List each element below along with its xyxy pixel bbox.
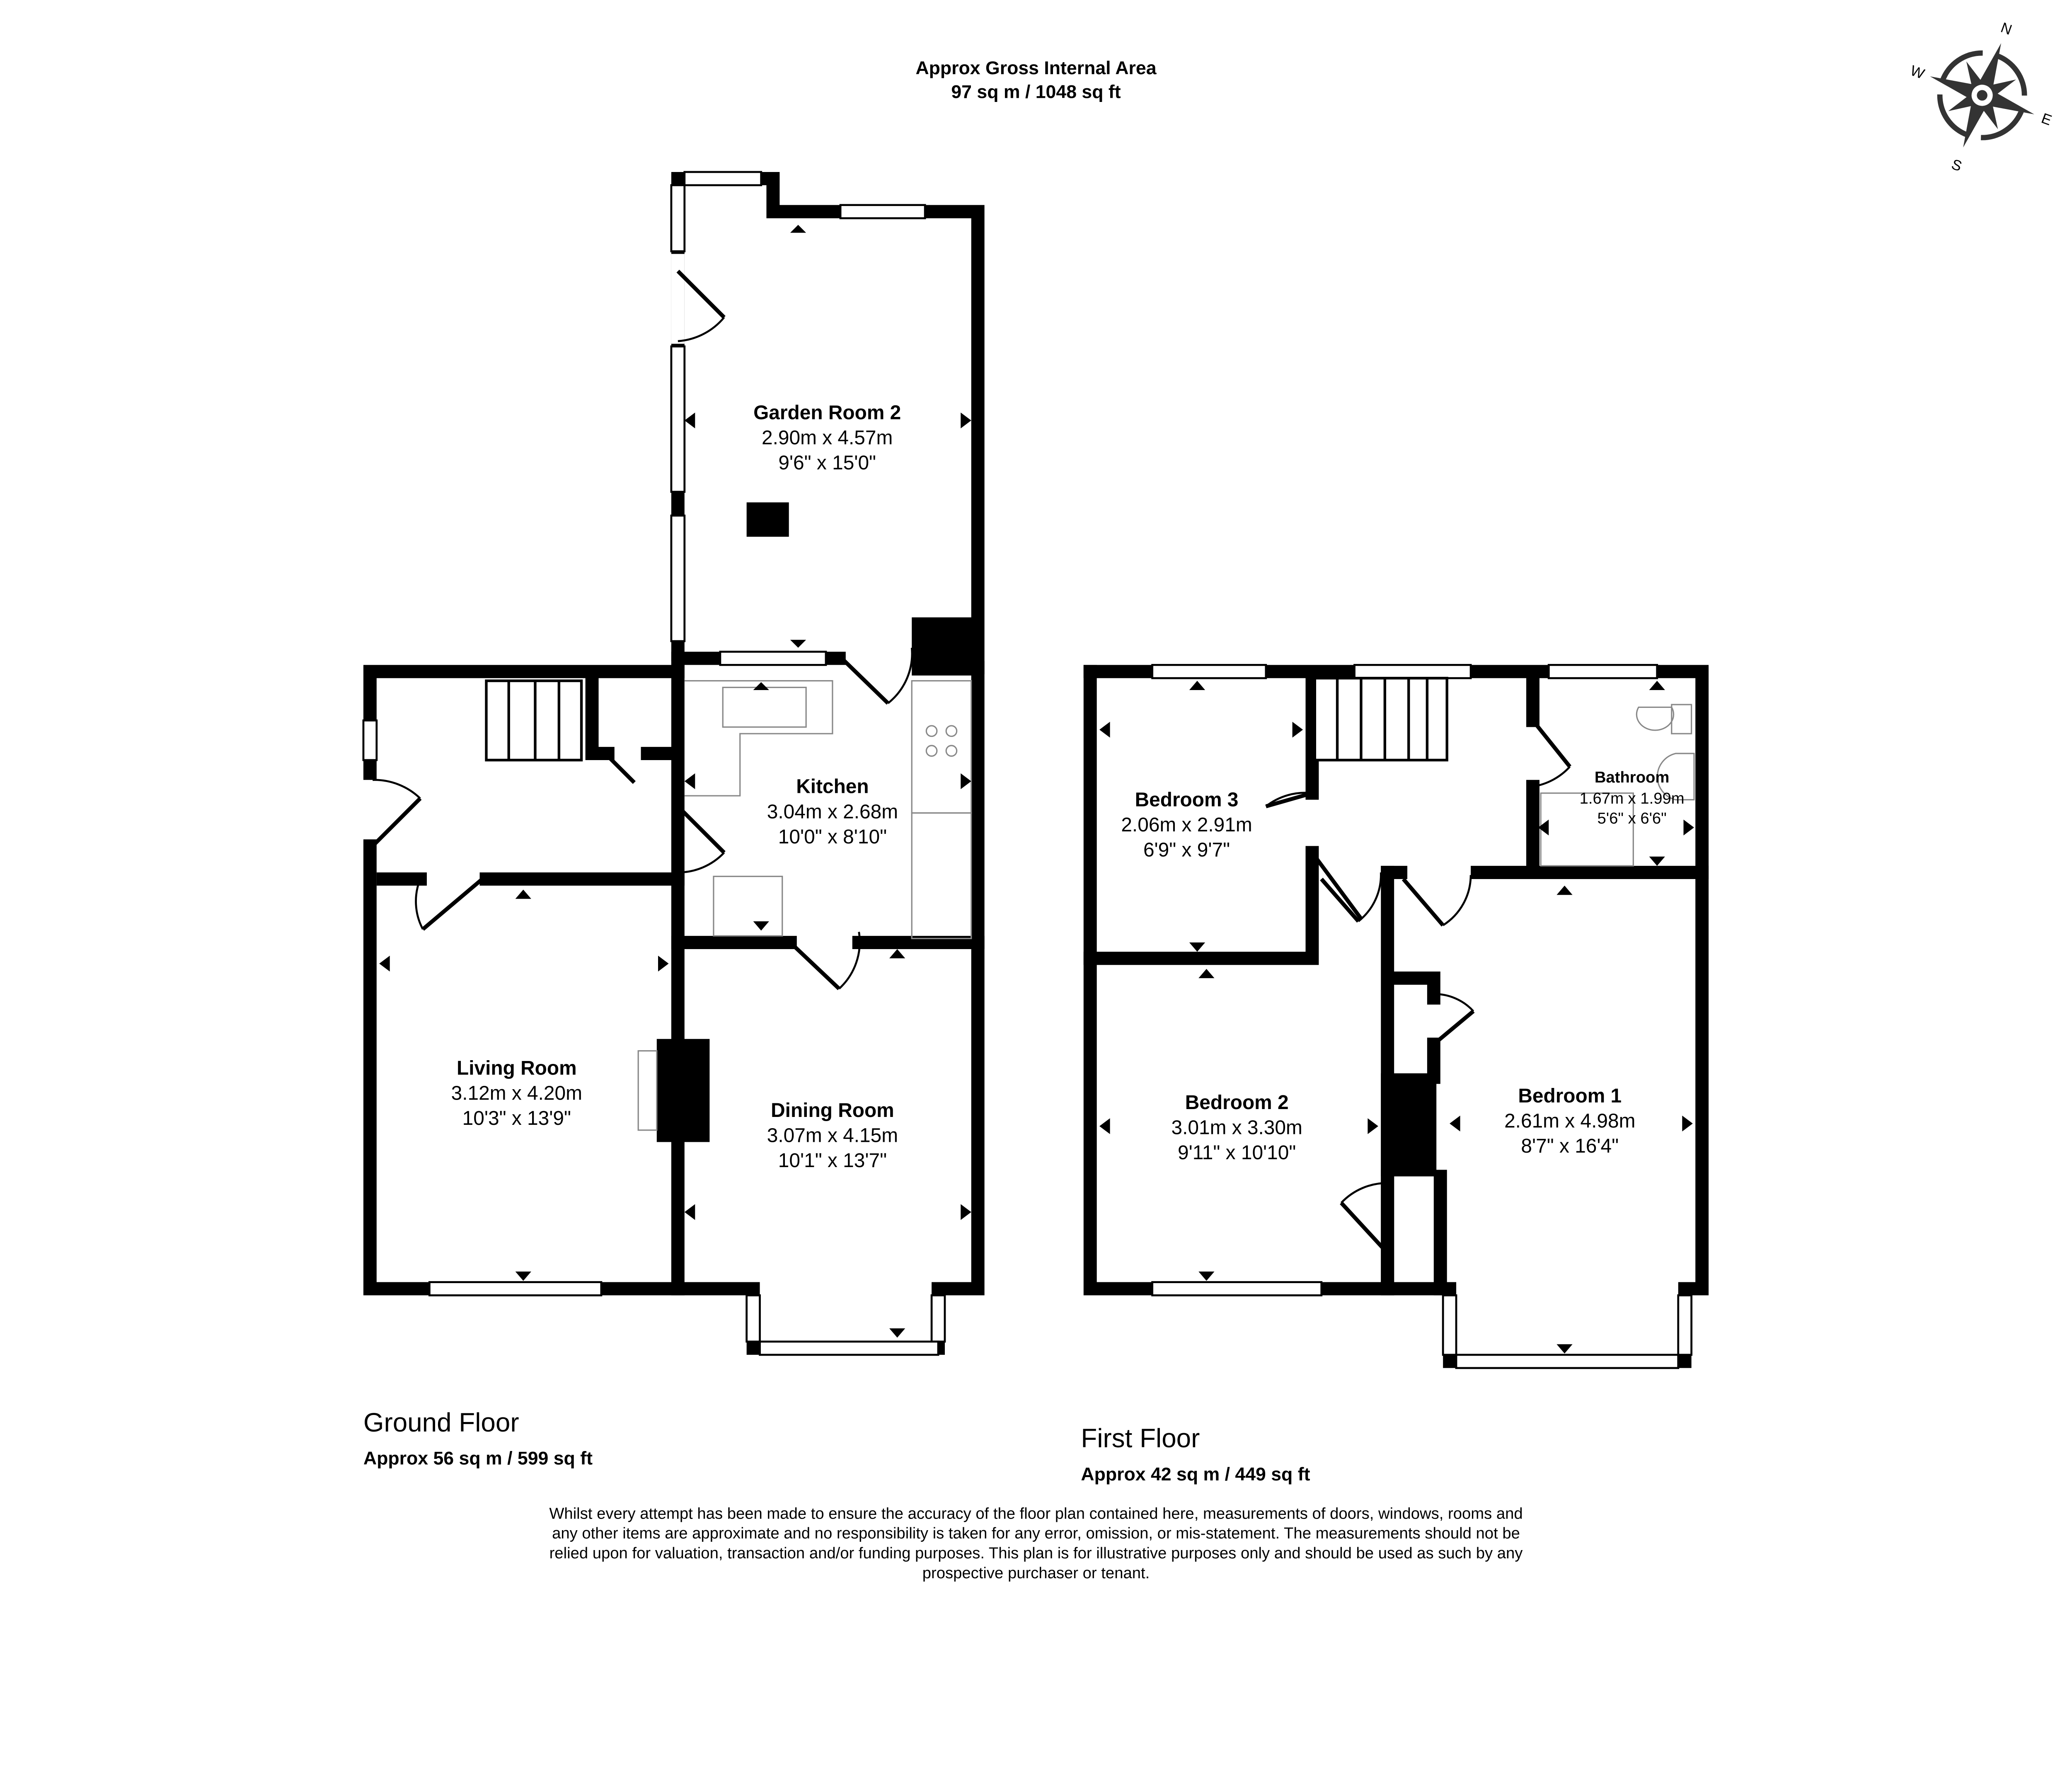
svg-text:3.12m x 4.20m: 3.12m x 4.20m	[451, 1082, 582, 1104]
svg-text:10'3" x 13'9": 10'3" x 13'9"	[462, 1107, 571, 1129]
ground-floor-title: Ground Floor	[363, 1407, 519, 1437]
compass-w: W	[1908, 62, 1927, 82]
chimney-block	[912, 617, 978, 676]
svg-text:Bathroom: Bathroom	[1595, 768, 1670, 786]
compass-n: N	[1999, 19, 2014, 38]
svg-text:2.06m x 2.91m: 2.06m x 2.91m	[1121, 814, 1252, 836]
svg-text:Dining Room: Dining Room	[771, 1100, 894, 1122]
room-label-bedroom-1: Bedroom 1 2.61m x 4.98m 8'7" x 16'4"	[1504, 1085, 1635, 1157]
svg-text:any other items are approximat: any other items are approximate and no r…	[552, 1524, 1520, 1542]
first-floor-plan: Bedroom 3 2.06m x 2.91m 6'9" x 9'7" Bath…	[1081, 664, 1709, 1485]
room-label-bedroom-3: Bedroom 3 2.06m x 2.91m 6'9" x 9'7"	[1121, 789, 1252, 861]
room-label-kitchen: Kitchen 3.04m x 2.68m 10'0" x 8'10"	[767, 776, 898, 848]
room-label-bedroom-2: Bedroom 2 3.01m x 3.30m 9'11" x 10'10"	[1172, 1092, 1302, 1164]
svg-text:Garden Room 2: Garden Room 2	[753, 402, 901, 424]
svg-text:10'1" x 13'7": 10'1" x 13'7"	[778, 1150, 887, 1172]
room-label-garden-room-2: Garden Room 2 2.90m x 4.57m 9'6" x 15'0"	[753, 402, 901, 474]
svg-text:6'9" x 9'7": 6'9" x 9'7"	[1143, 839, 1230, 861]
svg-text:8'7" x 16'4": 8'7" x 16'4"	[1521, 1135, 1619, 1157]
svg-text:5'6" x 6'6": 5'6" x 6'6"	[1598, 809, 1667, 827]
header-total-area: 97 sq m / 1048 sq ft	[951, 82, 1121, 102]
room-label-dining-room: Dining Room 3.07m x 4.15m 10'1" x 13'7"	[767, 1100, 898, 1172]
ground-floor-area: Approx 56 sq m / 599 sq ft	[363, 1449, 593, 1469]
ground-floor-plan: Garden Room 2 2.90m x 4.57m 9'6" x 15'0"…	[362, 171, 985, 1469]
svg-text:Kitchen: Kitchen	[796, 776, 869, 798]
svg-text:Bedroom 1: Bedroom 1	[1518, 1085, 1622, 1107]
first-floor-area: Approx 42 sq m / 449 sq ft	[1081, 1464, 1310, 1485]
svg-text:2.61m x 4.98m: 2.61m x 4.98m	[1504, 1110, 1635, 1132]
compass-s: S	[1949, 156, 1964, 175]
svg-text:relied upon for valuation, tra: relied upon for valuation, transaction a…	[549, 1544, 1523, 1562]
svg-text:Whilst every attempt has been: Whilst every attempt has been made to en…	[549, 1504, 1523, 1522]
svg-text:3.04m x 2.68m: 3.04m x 2.68m	[767, 801, 898, 823]
room-label-bathroom: Bathroom 1.67m x 1.99m 5'6" x 6'6"	[1580, 768, 1685, 827]
svg-text:9'6" x 15'0": 9'6" x 15'0"	[778, 452, 876, 474]
disclaimer: Whilst every attempt has been made to en…	[549, 1504, 1523, 1582]
compass-icon: N S E W	[1908, 19, 2054, 175]
svg-text:3.01m x 3.30m: 3.01m x 3.30m	[1172, 1117, 1302, 1139]
svg-text:Living Room: Living Room	[457, 1057, 577, 1079]
compass-e: E	[2039, 110, 2054, 129]
svg-text:prospective purchaser or tenan: prospective purchaser or tenant.	[922, 1564, 1150, 1582]
first-floor-title: First Floor	[1081, 1423, 1200, 1453]
svg-text:Bedroom 3: Bedroom 3	[1135, 789, 1239, 811]
floor-plan: Approx Gross Internal Area 97 sq m / 104…	[362, 19, 2054, 1582]
svg-text:2.90m x 4.57m: 2.90m x 4.57m	[762, 427, 893, 449]
svg-text:3.07m x 4.15m: 3.07m x 4.15m	[767, 1125, 898, 1147]
svg-text:9'11" x 10'10": 9'11" x 10'10"	[1178, 1142, 1296, 1164]
svg-text:Bedroom 2: Bedroom 2	[1185, 1092, 1289, 1114]
room-label-living-room: Living Room 3.12m x 4.20m 10'3" x 13'9"	[451, 1057, 582, 1129]
svg-text:1.67m x 1.99m: 1.67m x 1.99m	[1580, 790, 1685, 807]
header-title: Approx Gross Internal Area	[915, 58, 1157, 78]
svg-text:10'0" x 8'10": 10'0" x 8'10"	[778, 826, 887, 848]
